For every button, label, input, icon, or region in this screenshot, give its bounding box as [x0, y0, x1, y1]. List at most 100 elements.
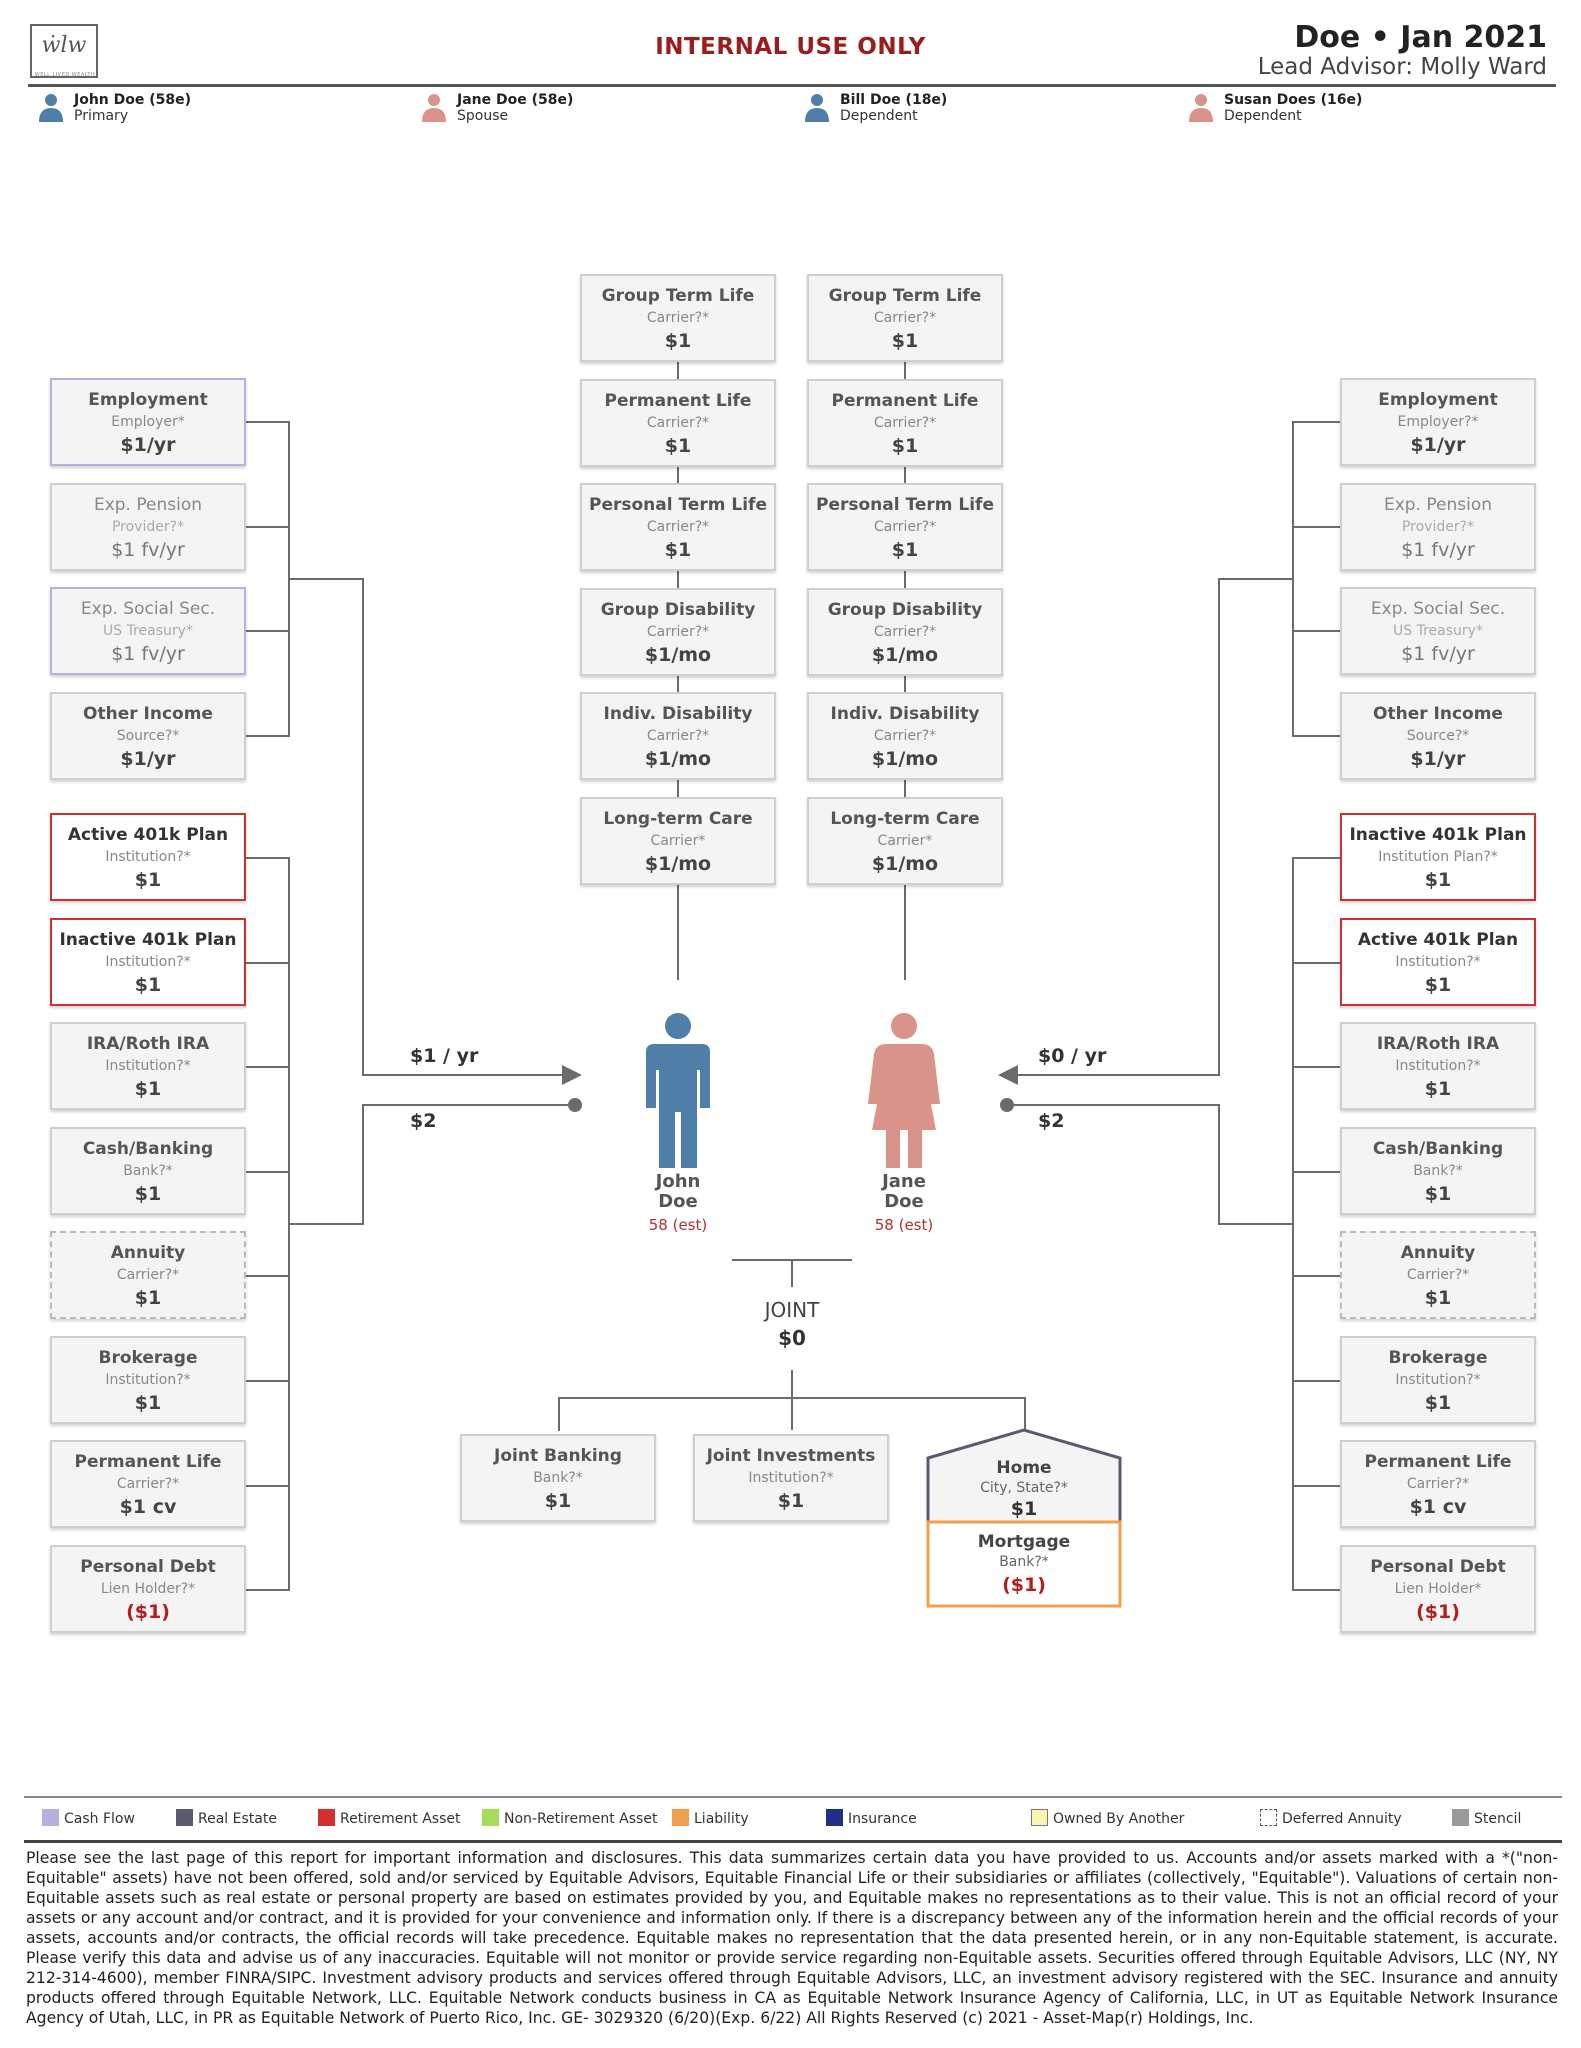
jane-figure-icon[interactable] — [866, 1012, 942, 1168]
card-subtitle: Carrier* — [877, 832, 933, 849]
connector — [1024, 1397, 1026, 1431]
card-subtitle: US Treasury* — [103, 623, 193, 639]
card-subtitle: Institution?* — [1395, 953, 1481, 970]
john-first-name: John — [655, 1171, 701, 1192]
card-subtitle: Provider?* — [111, 518, 185, 535]
card-value: $1 cv — [119, 1496, 177, 1518]
card-value: $1 — [1424, 869, 1452, 891]
card-value: $1 cv — [1409, 1496, 1467, 1518]
card-title: Exp. Social Sec. — [80, 599, 216, 619]
card-title: Annuity — [1400, 1243, 1476, 1263]
card-value: $1/mo — [644, 643, 712, 666]
card-subtitle: Source?* — [116, 727, 180, 744]
connector — [1218, 1223, 1294, 1225]
connector — [246, 1380, 290, 1382]
exp-social-sec-card[interactable]: Exp. Social Sec. US Treasury* $1 fv/yr — [50, 587, 246, 675]
jane-age: 58 (est) — [874, 1216, 934, 1234]
connector — [246, 1589, 290, 1591]
card-subtitle: Carrier?* — [873, 519, 937, 535]
card-title: Indiv. Disability — [830, 704, 980, 724]
card-value: $1 fv/yr — [111, 538, 185, 561]
legend-item: Retirement Asset — [318, 1809, 460, 1829]
card-subtitle: Provider?* — [1401, 518, 1475, 535]
member-role: Primary — [74, 108, 129, 124]
card-subtitle: Lien Holder?* — [100, 1580, 196, 1597]
card-title: Permanent Life — [604, 390, 752, 411]
exp-social-sec-card[interactable]: Exp. Social Sec.US Treasury*$1 fv/yr — [1340, 587, 1536, 675]
card-value: $1/mo — [871, 852, 939, 875]
jane-last-name: Doe — [884, 1191, 924, 1212]
card-value: $1 — [134, 1078, 162, 1100]
connector — [246, 421, 290, 423]
card-value: $1/mo — [871, 643, 939, 666]
card-value: $1/mo — [871, 748, 939, 770]
card-subtitle: Carrier?* — [873, 310, 937, 326]
arrow-left-icon — [998, 1065, 1018, 1085]
member-name: Susan Does (16e) — [1224, 92, 1363, 108]
legend-swatch — [42, 1809, 59, 1826]
john-figure-icon[interactable] — [640, 1012, 716, 1168]
card-title: IRA/Roth IRA — [1376, 1034, 1500, 1054]
connector — [246, 630, 290, 632]
member-role: Spouse — [457, 108, 509, 124]
income-flow-line — [1014, 1074, 1220, 1076]
legend-swatch — [318, 1809, 335, 1826]
connector — [246, 962, 290, 964]
joint-investments-card[interactable]: Joint Investments Institution?* $1 — [693, 1434, 889, 1522]
card-title: Active 401k Plan — [67, 825, 229, 845]
member-role: Dependent — [840, 108, 918, 124]
legend-label: Cash Flow — [64, 1811, 135, 1827]
joint-banking-card[interactable]: Joint Banking Bank?* $1 — [460, 1434, 656, 1522]
legend-label: Retirement Asset — [340, 1811, 461, 1827]
connector — [1292, 1589, 1340, 1591]
card-subtitle: Carrier?* — [1406, 1267, 1470, 1283]
card-title: Annuity — [110, 1243, 186, 1263]
home-mortgage-card[interactable]: Home City, State?* $1 Mortgage Bank?* ($… — [926, 1428, 1122, 1608]
legend-item: Owned By Another — [1031, 1809, 1184, 1829]
member-name: Bill Doe (18e) — [840, 92, 948, 108]
connector — [1218, 1104, 1220, 1225]
person-icon — [422, 94, 446, 122]
joint-value: $0 — [778, 1326, 806, 1350]
legend-swatch — [1260, 1809, 1277, 1826]
connector — [1292, 1485, 1340, 1487]
card-subtitle: Carrier?* — [646, 310, 710, 326]
header-divider — [28, 84, 1556, 87]
card-value: $1 fv/yr — [111, 643, 185, 665]
card-title: Joint Banking — [494, 1446, 622, 1466]
